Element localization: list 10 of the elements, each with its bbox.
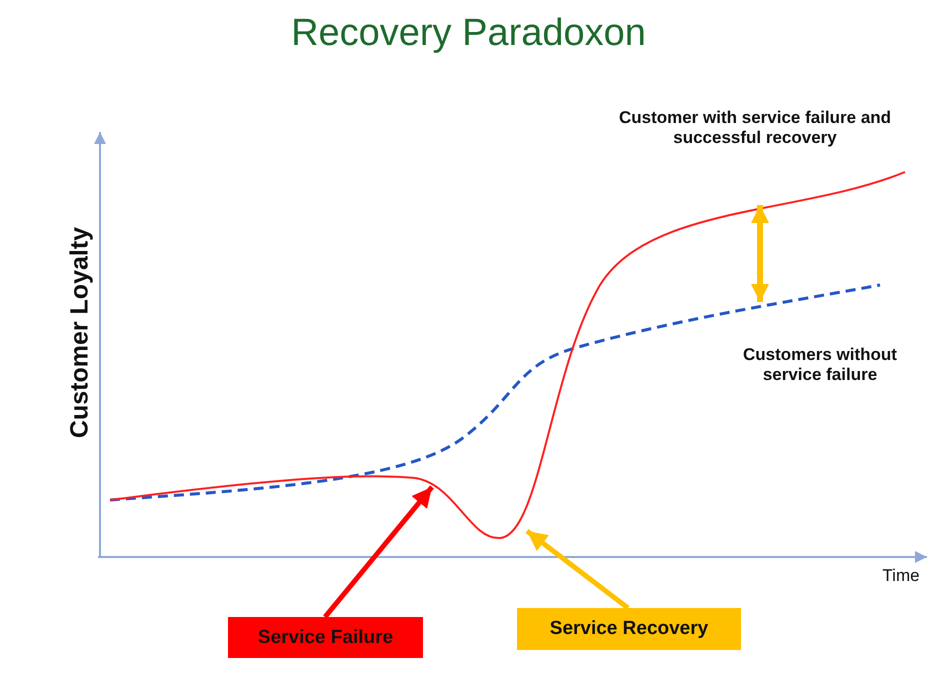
axis-title: Time: [881, 566, 921, 586]
recovery-curve: [110, 171, 906, 539]
arrow: [525, 529, 630, 610]
arrow: [323, 485, 434, 619]
callout-box: Service Failure: [228, 617, 423, 658]
callout-box: Service Recovery: [517, 608, 741, 650]
axis-title: Customer Loyalty: [66, 226, 94, 440]
curve-label: Customer with service failure and successful recovery: [618, 108, 892, 148]
curve-label: Customers without service failure: [742, 345, 898, 385]
chart-title: Recovery Paradoxon: [290, 12, 647, 55]
